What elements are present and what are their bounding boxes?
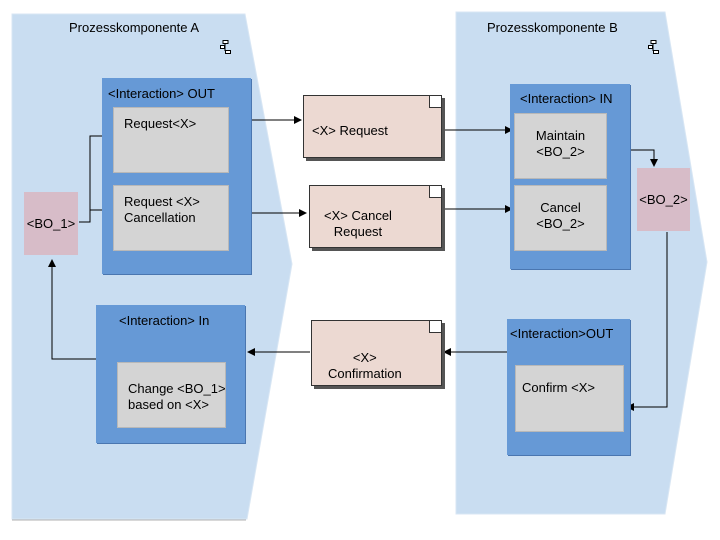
operation-request[interactable]: Request<X> [113, 107, 229, 173]
operation-request-cancellation-line2: Cancellation [124, 210, 196, 225]
message-cancel-line1: <X> Cancel [324, 208, 392, 223]
operation-change-line1: Change <BO_1> [128, 381, 226, 396]
operation-change-line2: based on <X> [128, 397, 209, 412]
operation-confirm[interactable]: Confirm <X> [515, 365, 624, 432]
message-icon [429, 321, 441, 333]
operation-cancel-bo2[interactable]: Cancel <BO_2> [514, 185, 607, 251]
component-icon [220, 40, 231, 54]
operation-confirm-line1: Confirm <X> [522, 380, 595, 395]
message-request[interactable]: <X> Request [303, 95, 442, 158]
interface-b-in-label: <Interaction> IN [520, 91, 613, 106]
interface-b-out-label: <Interaction>OUT [510, 326, 614, 341]
message-confirmation-line1: <X> [352, 350, 377, 365]
operation-request-line1: Request<X> [124, 116, 197, 131]
interface-a-in-label: <Interaction> In [119, 313, 210, 328]
message-request-line1: <X> Request [312, 123, 388, 138]
operation-change-bo1[interactable]: Change <BO_1> based on <X> [117, 362, 226, 428]
component-icon [648, 40, 659, 54]
operation-request-cancellation-line1: Request <X> [124, 194, 200, 209]
business-object-bo1[interactable]: <BO_1> [24, 192, 78, 255]
component-a-title: Prozesskomponente A [69, 20, 200, 35]
operation-maintain-line2: <BO_2> [536, 144, 585, 159]
message-cancel-line2: Request [333, 224, 383, 239]
operation-cancel-line1: Cancel [540, 200, 581, 215]
operation-cancel-line2: <BO_2> [536, 216, 585, 231]
message-icon [429, 186, 441, 198]
business-object-bo2[interactable]: <BO_2> [637, 168, 690, 231]
operation-maintain-line1: Maintain [535, 128, 586, 143]
message-confirmation[interactable]: <X> Confirmation [311, 320, 442, 386]
component-b-title: Prozesskomponente B [487, 20, 618, 35]
interface-a-out-label: <Interaction> OUT [108, 86, 215, 101]
operation-request-cancellation[interactable]: Request <X> Cancellation [113, 185, 229, 251]
message-cancel-request[interactable]: <X> Cancel Request [309, 185, 442, 248]
operation-maintain-bo2[interactable]: Maintain <BO_2> [514, 113, 607, 179]
message-icon [429, 96, 441, 108]
message-confirmation-line2: Confirmation [328, 366, 402, 381]
